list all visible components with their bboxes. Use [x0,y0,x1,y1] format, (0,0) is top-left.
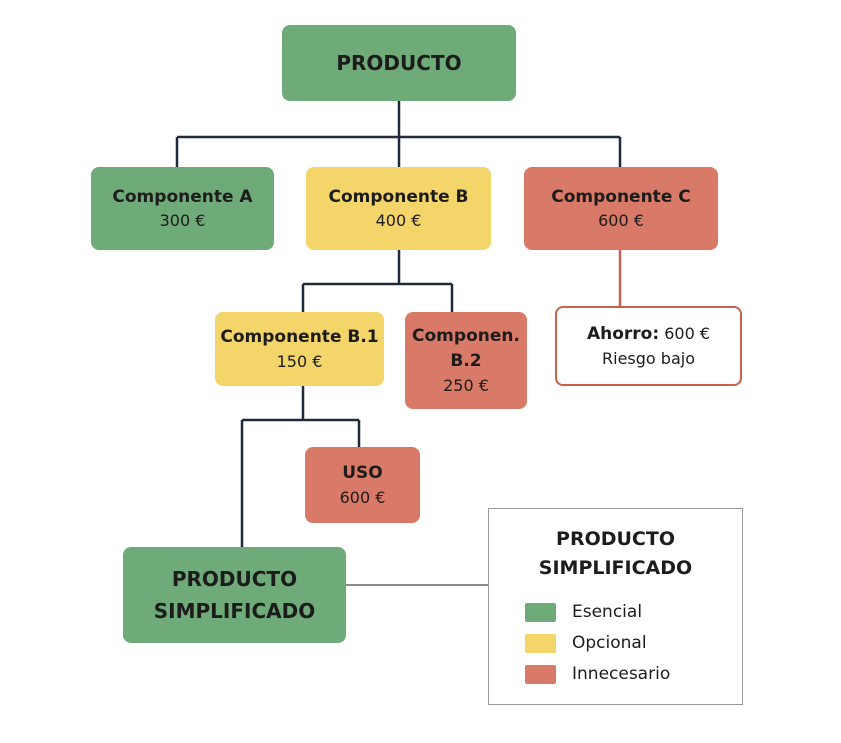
legend-item-opcional: Opcional [525,632,647,654]
connector-b1-to-children [240,386,361,547]
component-b2-cost: 250 € [443,375,489,395]
legend-title-line1: PRODUCTO [556,528,675,550]
risk-text: Riesgo bajo [602,348,695,368]
component-b2-node: Componen. B.2 250 € [405,312,527,409]
component-b-node: Componente B 400 € [306,167,491,250]
uso-name: USO [342,463,383,484]
legend-title: PRODUCTO SIMPLIFICADO [489,525,742,584]
savings-label: Ahorro: [586,324,660,345]
legend-label-esencial: Esencial [572,602,643,622]
component-b2-name-line2: B.2 [450,350,482,371]
legend-swatch-opcional [525,633,556,653]
component-b-name: Componente B [328,186,469,207]
simplified-product-node: PRODUCTO SIMPLIFICADO [123,547,346,643]
component-b1-node: Componente B.1 150 € [215,312,384,386]
legend: PRODUCTO SIMPLIFICADO Esencial Opcional … [488,508,743,705]
savings-line: Ahorro: 600 € [587,322,710,347]
uso-node: USO 600 € [305,447,420,523]
connector-root-to-level1 [175,101,622,167]
component-a-node: Componente A 300 € [91,167,274,250]
simplified-product-line1: PRODUCTO [171,567,298,591]
connector-b-to-children [301,250,454,312]
product-node: PRODUCTO [282,25,516,101]
legend-item-esencial: Esencial [525,601,642,623]
component-a-name: Componente A [112,186,253,207]
legend-item-innecesario: Innecesario [525,663,670,685]
legend-swatch-esencial [525,602,556,622]
component-a-cost: 300 € [159,211,206,231]
component-c-cost: 600 € [598,211,644,231]
component-b1-name: Componente B.1 [220,327,379,348]
component-b-cost: 400 € [375,211,422,231]
component-b2-name-line1: Componen. [412,326,520,347]
savings-note: Ahorro: 600 € Riesgo bajo [555,306,742,386]
savings-amount: 600 € [664,324,711,344]
uso-cost: 600 € [339,487,386,507]
legend-title-line2: SIMPLIFICADO [538,557,693,580]
legend-label-opcional: Opcional [572,633,647,653]
component-c-node: Componente C 600 € [524,167,718,250]
product-title: PRODUCTO [336,51,462,75]
component-c-name: Componente C [551,186,691,207]
component-b1-cost: 150 € [276,351,323,371]
legend-label-innecesario: Innecesario [572,664,671,684]
legend-swatch-innecesario [525,664,556,684]
simplified-product-line2: SIMPLIFICADO [153,599,316,623]
